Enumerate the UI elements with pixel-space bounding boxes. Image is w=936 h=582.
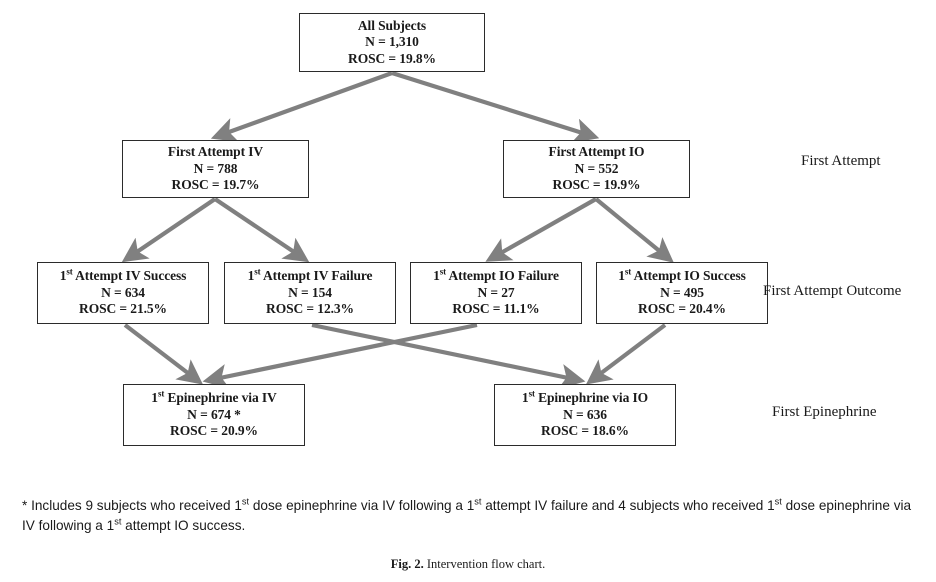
footnote-part-5: attempt IO success. — [121, 517, 246, 533]
stage-label-first-attempt-outcome: First Attempt Outcome — [763, 283, 902, 299]
node-title: 1st Attempt IV Failure — [247, 266, 373, 284]
node-first-attempt-iv-failure[interactable]: 1st Attempt IV Failure N = 154 ROSC = 12… — [224, 262, 396, 324]
node-title: All Subjects — [357, 17, 427, 33]
edge-iv-failure-to-epi-io — [311, 322, 586, 389]
node-title: 1st Attempt IO Success — [618, 266, 746, 284]
edge-all-to-first-attempt-iv — [210, 71, 393, 142]
node-n-value: N = 552 — [574, 160, 619, 176]
node-first-attempt-io-success[interactable]: 1st Attempt IO Success N = 495 ROSC = 20… — [596, 262, 768, 324]
node-title: 1st Attempt IO Failure — [433, 266, 559, 284]
edge-fa-iv-to-iv-failure — [213, 197, 310, 263]
node-title: 1st Attempt IV Success — [59, 266, 187, 284]
footnote-sup-2: st — [474, 496, 482, 507]
footnote-part-2: dose epinephrine via IV following a 1 — [249, 498, 475, 513]
node-first-attempt-io-failure[interactable]: 1st Attempt IO Failure N = 27 ROSC = 11.… — [410, 262, 582, 324]
figure-caption-text: Intervention flow chart. — [426, 557, 546, 571]
node-all-subjects[interactable]: All Subjects N = 1,310 ROSC = 19.8% — [299, 13, 485, 72]
node-n-value: N = 27 — [477, 284, 515, 300]
footnote-sup-1: st — [241, 496, 250, 507]
footnote-text: * Includes 9 subjects who received 1st d… — [22, 496, 912, 535]
node-title: First Attempt IV — [167, 144, 264, 160]
node-first-epinephrine-via-iv[interactable]: 1st Epinephrine via IV N = 674 * ROSC = … — [123, 384, 305, 446]
node-n-value: N = 495 — [660, 284, 704, 300]
node-first-attempt-io[interactable]: First Attempt IO N = 552 ROSC = 19.9% — [503, 140, 690, 198]
node-n-value: N = 1,310 — [365, 34, 419, 50]
node-first-attempt-iv[interactable]: First Attempt IV N = 788 ROSC = 19.7% — [122, 140, 309, 198]
footnote-sup-4: st — [114, 516, 122, 527]
edge-fa-io-to-io-success — [594, 197, 674, 263]
node-rosc-value: ROSC = 19.8% — [348, 50, 436, 66]
footnote-sup-3: st — [774, 496, 782, 507]
node-n-value: N = 636 — [563, 406, 607, 422]
edge-io-success-to-epi-io — [585, 323, 667, 385]
footnote-part-3: attempt IV failure and 4 subjects who re… — [481, 498, 775, 513]
edge-fa-io-to-io-failure — [485, 197, 598, 262]
edge-io-failure-to-epi-iv — [202, 322, 478, 389]
edge-iv-success-to-epi-iv — [123, 323, 204, 385]
node-title: First Attempt IO — [548, 144, 645, 160]
node-n-value: N = 154 — [288, 284, 332, 300]
node-rosc-value: ROSC = 20.4% — [638, 301, 726, 317]
footnote-part-4: dose epinephrine via IV following a 1 — [22, 498, 912, 533]
node-rosc-value: ROSC = 21.5% — [79, 301, 167, 317]
node-rosc-value: ROSC = 18.6% — [541, 423, 629, 439]
node-first-attempt-iv-success[interactable]: 1st Attempt IV Success N = 634 ROSC = 21… — [37, 262, 209, 324]
stage-label-first-attempt: First Attempt — [801, 153, 881, 169]
figure-number: Fig. 2. — [390, 557, 424, 571]
node-rosc-value: ROSC = 19.9% — [552, 177, 641, 193]
node-rosc-value: ROSC = 20.9% — [170, 423, 258, 439]
figure-caption: Fig. 2. Intervention flow chart. — [0, 557, 936, 572]
node-rosc-value: ROSC = 12.3% — [266, 301, 354, 317]
edge-fa-iv-to-iv-success — [121, 197, 217, 263]
footnote-part-1: * Includes 9 subjects who received 1 — [22, 498, 242, 513]
node-rosc-value: ROSC = 11.1% — [452, 301, 540, 317]
edge-all-to-first-attempt-io — [391, 70, 600, 143]
node-rosc-value: ROSC = 19.7% — [171, 177, 260, 193]
node-first-epinephrine-via-io[interactable]: 1st Epinephrine via IO N = 636 ROSC = 18… — [494, 384, 676, 446]
node-n-value: N = 674 * — [187, 406, 241, 422]
node-title: 1st Epinephrine via IO — [521, 388, 649, 406]
node-n-value: N = 788 — [193, 160, 238, 176]
node-n-value: N = 634 — [101, 284, 145, 300]
stage-label-first-epinephrine: First Epinephrine — [772, 404, 877, 420]
node-title: 1st Epinephrine via IV — [151, 388, 277, 406]
